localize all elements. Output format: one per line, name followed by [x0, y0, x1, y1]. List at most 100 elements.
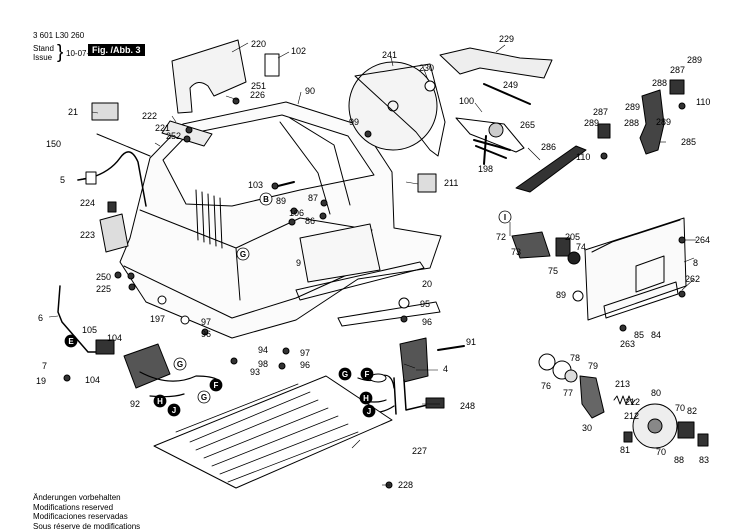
note-line: Modifications reserved [33, 503, 140, 513]
callout-211: 211 [444, 178, 458, 188]
callout-212b: 212 [624, 411, 639, 421]
callout-102: 102 [291, 46, 306, 56]
callout-289d: 289 [656, 117, 671, 127]
marker-letter: H [363, 394, 369, 403]
bracket-289-left [598, 124, 610, 138]
callout-104a: 104 [107, 333, 122, 343]
callout-70a: 70 [675, 403, 685, 413]
callout-96b: 96 [422, 317, 432, 327]
switch-4 [400, 338, 428, 382]
callout-21: 21 [68, 107, 78, 117]
label-211 [418, 174, 436, 192]
marker-letter: F [365, 370, 370, 379]
label-21 [92, 103, 118, 120]
callout-82: 82 [687, 406, 697, 416]
callout-103: 103 [248, 180, 263, 190]
callout-78: 78 [570, 353, 580, 363]
callout-95: 95 [420, 299, 430, 309]
marker-letter: G [177, 360, 183, 369]
callout-86: 86 [305, 216, 315, 226]
callout-83: 83 [699, 455, 709, 465]
knob-75 [568, 252, 580, 264]
flange-plate-100 [456, 118, 524, 152]
callout-91: 91 [466, 337, 476, 347]
panel-223 [100, 214, 128, 252]
callout-252: 252 [166, 131, 181, 141]
callout-73: 73 [511, 247, 521, 257]
callout-104b: 104 [85, 375, 100, 385]
marker-letter: E [68, 337, 74, 346]
callout-250: 250 [96, 272, 111, 282]
marker-J2: J [363, 405, 375, 417]
callout-96a: 96 [201, 329, 211, 339]
marker-letter: H [157, 397, 163, 406]
washer-230 [425, 81, 435, 91]
marker-letter: G [342, 370, 348, 379]
callout-100: 100 [459, 96, 474, 106]
callout-287b: 287 [593, 107, 608, 117]
bolt-91 [438, 346, 464, 350]
callout-106: 106 [289, 208, 304, 218]
callout-110a: 110 [696, 97, 710, 107]
callout-225: 225 [96, 284, 111, 294]
marker-letter: B [263, 195, 269, 204]
callout-76: 76 [541, 381, 551, 391]
marker-letter: G [201, 393, 207, 402]
marker-H2: H [360, 392, 372, 404]
callout-81: 81 [620, 445, 630, 455]
washer-76 [539, 354, 555, 370]
callout-288a: 288 [652, 78, 667, 88]
callout-222: 222 [142, 111, 157, 121]
marker-H1: H [154, 395, 166, 407]
marker-J1: J [168, 404, 180, 416]
callout-241: 241 [382, 50, 397, 60]
callout-105: 105 [82, 325, 97, 335]
callout-97a: 97 [201, 317, 211, 327]
callout-228: 228 [398, 480, 413, 490]
callout-249: 249 [503, 80, 518, 90]
callout-224: 224 [80, 198, 95, 208]
callout-248: 248 [460, 401, 475, 411]
callout-30: 30 [582, 423, 592, 433]
knob-83 [698, 434, 708, 446]
marker-letter: J [172, 406, 176, 415]
callout-5: 5 [60, 175, 65, 185]
callout-74: 74 [576, 242, 586, 252]
part-224 [108, 202, 116, 212]
callout-70b: 70 [656, 447, 666, 457]
callout-94: 94 [258, 345, 268, 355]
protractor-hub [648, 419, 662, 433]
callout-8: 8 [693, 258, 698, 268]
callout-289a: 289 [687, 55, 702, 65]
callout-93: 93 [250, 367, 260, 377]
marker-G2: G [174, 358, 186, 370]
callout-263: 263 [620, 339, 635, 349]
clip-95 [399, 298, 409, 308]
callout-227: 227 [412, 446, 427, 456]
callout-223: 223 [80, 230, 95, 240]
callout-96c: 96 [300, 360, 310, 370]
callout-262: 262 [685, 274, 700, 284]
callout-213: 213 [615, 379, 630, 389]
part-102 [265, 54, 279, 76]
callout-287a: 287 [670, 65, 685, 75]
switch-harness-248 [394, 378, 440, 414]
callout-79: 79 [588, 361, 598, 371]
callout-9: 9 [296, 258, 301, 268]
label-150 [97, 134, 150, 156]
callout-289c: 289 [584, 118, 599, 128]
callout-90: 90 [305, 86, 315, 96]
callout-72: 72 [496, 232, 506, 242]
marker-letter: J [367, 407, 371, 416]
callout-286: 286 [541, 142, 556, 152]
footer-notes: Änderungen vorbehalten Modifications res… [33, 493, 140, 531]
baseplate-227 [154, 376, 392, 488]
bracket-287 [670, 80, 684, 94]
callout-150: 150 [46, 139, 61, 149]
callout-288b: 288 [624, 118, 639, 128]
note-line: Modificaciones reservadas [33, 512, 140, 522]
callout-7: 7 [42, 361, 47, 371]
marker-letter: F [214, 381, 219, 390]
note-line: Änderungen vorbehalten [33, 493, 140, 503]
callout-289b: 289 [625, 102, 640, 112]
